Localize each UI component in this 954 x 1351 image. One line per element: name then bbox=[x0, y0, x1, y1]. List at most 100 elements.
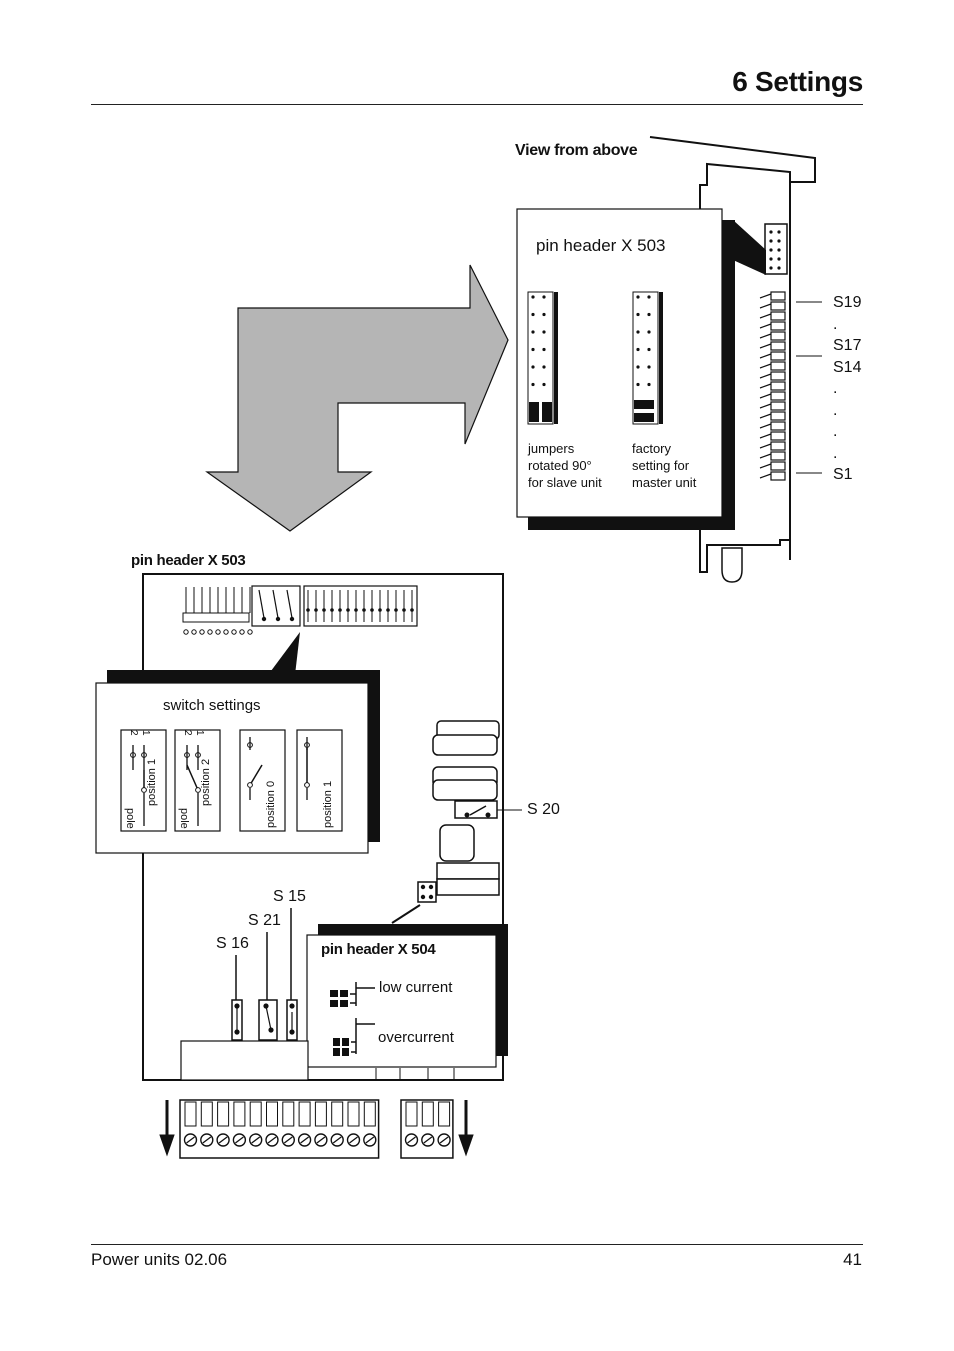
screw-slot bbox=[365, 1136, 375, 1144]
caption-line: rotated 90° bbox=[528, 458, 592, 473]
side-label: . bbox=[833, 315, 838, 333]
pin-dot bbox=[531, 312, 535, 317]
pin-dot bbox=[542, 382, 546, 387]
pin-dot bbox=[223, 629, 229, 635]
switch-pivot bbox=[330, 608, 334, 612]
pin-dot bbox=[247, 629, 253, 635]
side-label: . bbox=[833, 444, 838, 462]
side-switch-lever bbox=[759, 393, 772, 399]
switch-cell-caption: position 2 bbox=[200, 759, 212, 806]
terminal-slot bbox=[347, 1101, 360, 1127]
contact bbox=[141, 787, 147, 793]
caption-line: for slave unit bbox=[528, 475, 602, 490]
terminal-slot bbox=[421, 1101, 434, 1127]
side-switch bbox=[770, 371, 786, 381]
side-switch bbox=[770, 401, 786, 411]
pin-dot bbox=[542, 312, 546, 317]
switch-lever bbox=[286, 589, 293, 619]
screw-slot bbox=[218, 1136, 228, 1144]
pin-dot bbox=[636, 295, 640, 299]
switch-lever bbox=[258, 589, 265, 619]
switch-cell bbox=[239, 729, 286, 832]
side-switch-labels: S19 . S17 S14 . . . . S1 bbox=[833, 292, 861, 486]
side-switch bbox=[770, 311, 786, 321]
pin-dot bbox=[647, 382, 651, 387]
switch-pivot bbox=[386, 608, 390, 612]
x504-title: pin header X 504 bbox=[321, 941, 436, 958]
switch-cell bbox=[296, 729, 343, 832]
switch-pivot bbox=[346, 608, 350, 612]
contact bbox=[247, 782, 253, 788]
digit-label: 2 bbox=[128, 730, 139, 736]
side-switch-lever bbox=[759, 443, 772, 449]
caption-line: setting for bbox=[632, 458, 690, 473]
side-switch bbox=[770, 291, 786, 301]
pin-dot bbox=[636, 330, 640, 334]
screw-slot bbox=[423, 1136, 433, 1144]
contact bbox=[195, 787, 201, 793]
pin-dot bbox=[531, 347, 535, 352]
side-switch bbox=[770, 461, 786, 471]
view-from-above-label: View from above bbox=[515, 142, 638, 159]
side-switch bbox=[770, 451, 786, 461]
side-switch bbox=[770, 411, 786, 421]
contact bbox=[304, 782, 310, 788]
terminal-slot bbox=[314, 1101, 327, 1127]
pin-dot bbox=[636, 365, 640, 369]
screw-slot bbox=[316, 1136, 326, 1144]
x504-overcurrent: overcurrent bbox=[378, 1029, 454, 1046]
header-rule bbox=[91, 104, 863, 105]
side-switch-lever bbox=[759, 473, 772, 479]
side-switch bbox=[770, 431, 786, 441]
pole-label: pole bbox=[124, 808, 136, 829]
side-switch bbox=[770, 471, 786, 481]
footer-doc-title: Power units 02.06 bbox=[91, 1250, 228, 1269]
terminal-slot bbox=[233, 1101, 246, 1127]
s15-label: S 15 bbox=[273, 888, 306, 905]
side-switch-lever bbox=[759, 403, 772, 409]
switch-pivot bbox=[394, 608, 398, 612]
board-header-label: pin header X 503 bbox=[131, 552, 246, 569]
side-switch bbox=[770, 391, 786, 401]
switch-lever bbox=[186, 764, 199, 791]
switch-pivot bbox=[370, 608, 374, 612]
pin-dot bbox=[542, 347, 546, 352]
page-number: 41 bbox=[843, 1250, 862, 1269]
switch-pivot bbox=[275, 616, 281, 622]
terminal-slot bbox=[405, 1101, 418, 1127]
pin-dot bbox=[531, 365, 535, 369]
pin-dot bbox=[199, 629, 205, 635]
pin-dot bbox=[636, 312, 640, 317]
side-switch-lever bbox=[759, 433, 772, 439]
screw-slot bbox=[186, 1136, 195, 1144]
terminal-block-main bbox=[179, 1099, 380, 1159]
switch-pivot bbox=[338, 608, 342, 612]
switch-group bbox=[303, 585, 418, 627]
pin-dot bbox=[636, 382, 640, 387]
screw-slot bbox=[439, 1136, 449, 1144]
pin-dot bbox=[647, 330, 651, 334]
switch-pivot bbox=[362, 608, 366, 612]
pin-dot bbox=[647, 365, 651, 369]
side-label: S14 bbox=[833, 358, 862, 376]
switch-cell-caption: position 1 bbox=[322, 781, 334, 828]
pin-dot bbox=[531, 382, 535, 387]
side-label: . bbox=[833, 401, 838, 419]
s16-label: S 16 bbox=[216, 935, 249, 952]
switch-cell-caption: position 1 bbox=[146, 759, 158, 806]
digit-label: 1 bbox=[140, 730, 151, 736]
switch-pivot bbox=[261, 616, 267, 622]
switch-lever bbox=[249, 764, 263, 786]
pin-dot bbox=[531, 295, 535, 299]
pin-dot bbox=[647, 312, 651, 317]
side-switch-lever bbox=[759, 293, 772, 299]
terminal-slot bbox=[249, 1101, 262, 1127]
side-switch bbox=[770, 301, 786, 311]
terminal-slot bbox=[266, 1101, 278, 1127]
terminal-slot bbox=[298, 1101, 311, 1127]
screw-slot bbox=[251, 1136, 261, 1144]
pin-dot bbox=[215, 629, 221, 635]
screw-slot bbox=[267, 1136, 277, 1144]
screw-slot bbox=[202, 1136, 212, 1144]
